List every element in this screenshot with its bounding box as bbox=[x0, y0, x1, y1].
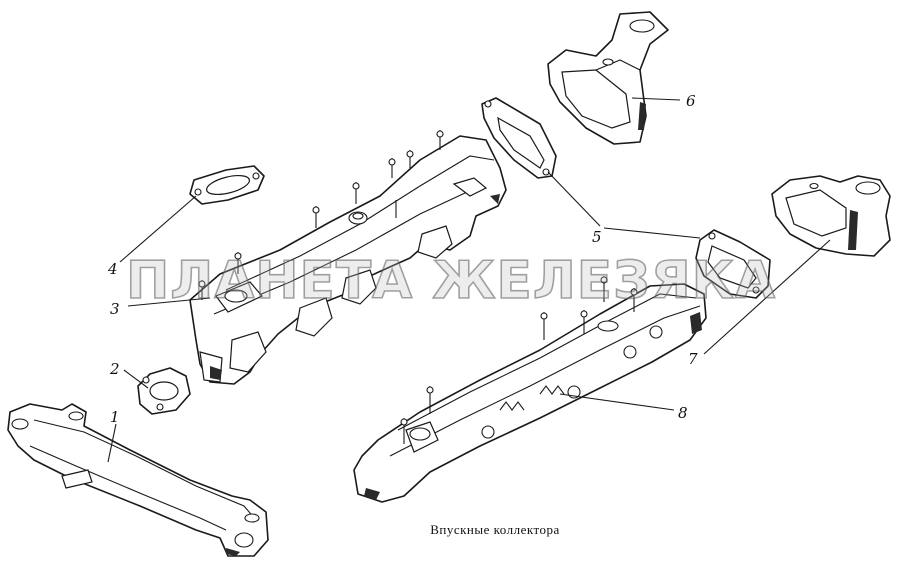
part-1-intake-pipe bbox=[7, 403, 269, 557]
callout-1: 1 bbox=[110, 408, 120, 426]
leader-lines bbox=[107, 97, 831, 463]
callout-2: 2 bbox=[109, 360, 120, 378]
part-6-elbow-cover bbox=[547, 11, 669, 145]
leader-1 bbox=[107, 423, 117, 463]
part-8-right-manifold bbox=[353, 276, 707, 503]
callout-4: 4 bbox=[107, 260, 118, 278]
part-7-elbow-cover bbox=[771, 175, 891, 257]
leader-8 bbox=[559, 393, 675, 411]
leader-7 bbox=[703, 239, 831, 355]
figure-caption: Впускные коллектора bbox=[430, 522, 560, 537]
callout-3: 3 bbox=[110, 300, 120, 318]
part-5-upper-gasket bbox=[481, 97, 557, 179]
part-2-small-gasket bbox=[137, 367, 191, 415]
part-5-lower-gasket bbox=[695, 229, 771, 299]
leader-2 bbox=[123, 369, 149, 389]
callout-7: 7 bbox=[688, 350, 698, 368]
leader-5a bbox=[547, 171, 601, 227]
watermark-text: ПЛАНЕТА ЖЕЛЕЗЯКА bbox=[126, 251, 776, 311]
callout-5: 5 bbox=[592, 228, 602, 246]
callout-6: 6 bbox=[686, 92, 696, 110]
callout-8: 8 bbox=[678, 404, 688, 422]
leader-5b bbox=[603, 227, 701, 239]
leader-6 bbox=[631, 97, 681, 101]
leader-3 bbox=[127, 297, 211, 307]
part-3-left-manifold bbox=[189, 130, 507, 385]
part-4-flange-gasket bbox=[189, 165, 265, 205]
leader-4 bbox=[119, 195, 197, 263]
callout-labels: 1 2 3 4 5 6 7 8 bbox=[107, 92, 698, 426]
